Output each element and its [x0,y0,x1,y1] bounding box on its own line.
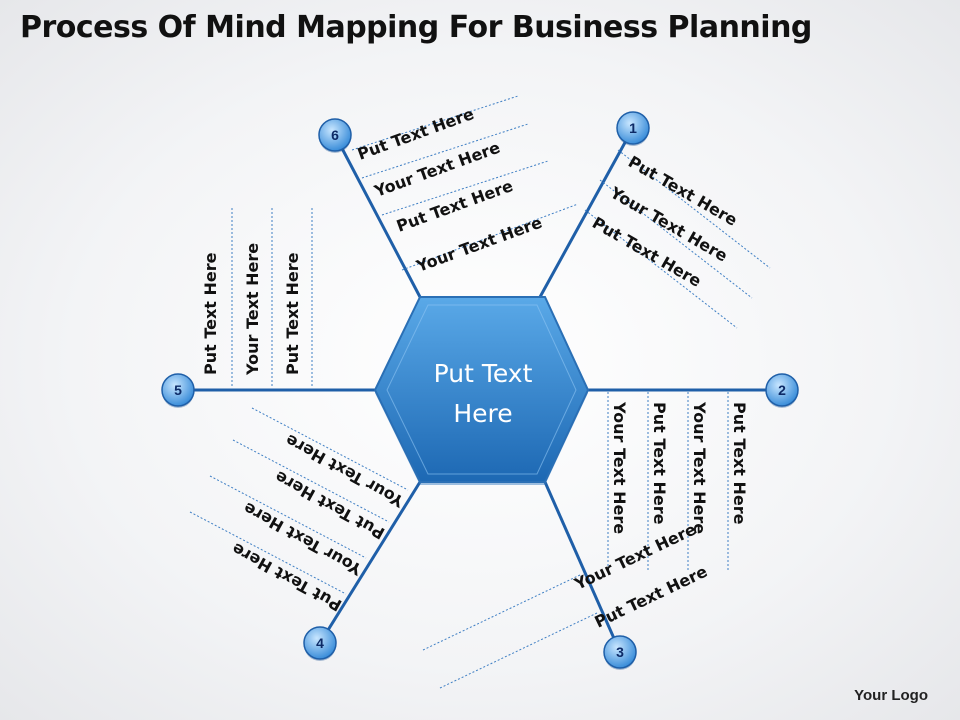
step-number-2: 2 [778,382,786,398]
step-number-4: 4 [316,635,324,651]
branch-2-text-4: Put Text Here [730,402,749,525]
step-node-2: 2 [765,373,799,408]
branch-2-text-3: Your Text Here [690,401,709,534]
center-hexagon: Put Text Here [373,296,590,485]
branch-4-rule-4 [189,511,347,595]
branch-3-connector [543,481,622,653]
branch-4-rule-3 [209,475,367,559]
center-label-line-1: Put Text [434,359,533,388]
step-node-5: 5 [161,373,195,408]
branch-6-rule-2 [361,123,529,179]
page-title: Process Of Mind Mapping For Business Pla… [20,10,812,45]
branch-6-rule-3 [381,160,549,216]
step-number-5: 5 [174,382,182,398]
text-rules [189,95,771,689]
branch-6-rule-4 [401,203,579,271]
step-node-4: 4 [303,626,337,661]
branch-5-text-1: Put Text Here [201,252,220,375]
branch-1-rule-2 [599,179,753,299]
branch-6-rule-1 [351,95,519,151]
branch-2-text-1: Your Text Here [610,401,629,534]
branch-1-connector [538,127,635,298]
branch-4-rule-1 [251,407,409,491]
branch-1-rule-3 [584,209,738,329]
step-node-6: 6 [318,118,352,153]
center-label-line-2: Here [453,399,512,428]
step-nodes: 1 2 3 4 5 6 [161,111,799,670]
branch-connectors [178,127,782,653]
branch-5-text-3: Put Text Here [283,252,302,375]
step-number-1: 1 [629,120,637,136]
branch-3-rule-2 [439,612,598,689]
step-node-1: 1 [616,111,650,146]
branch-4-rule-2 [232,439,390,523]
branch-6-connector [333,134,422,298]
step-node-3: 3 [603,635,637,670]
branch-1-rule-1 [617,149,771,269]
branch-3-rule-1 [422,574,581,651]
step-number-6: 6 [331,127,339,143]
logo-text: Your Logo [854,687,928,704]
step-number-3: 3 [616,644,624,660]
branch-5-text-2: Your Text Here [243,243,262,376]
branch-2-text-2: Put Text Here [650,402,669,525]
branch-4-connector [318,481,422,644]
